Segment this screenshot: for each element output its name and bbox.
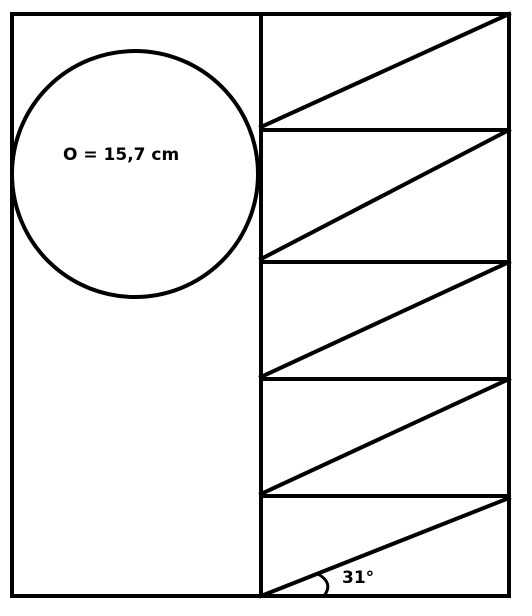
- diagonal-line-5: [258, 495, 512, 599]
- diagonal-line-4: [258, 376, 512, 497]
- angle-arc: [316, 572, 330, 598]
- diagonal-line-2: [258, 127, 512, 262]
- diagonal-line-1: [258, 11, 512, 130]
- circle-label: O = 15,7 cm: [63, 145, 179, 165]
- diagonal-line-3: [258, 259, 512, 380]
- circle: [10, 49, 260, 299]
- angle-label: 31°: [342, 568, 374, 588]
